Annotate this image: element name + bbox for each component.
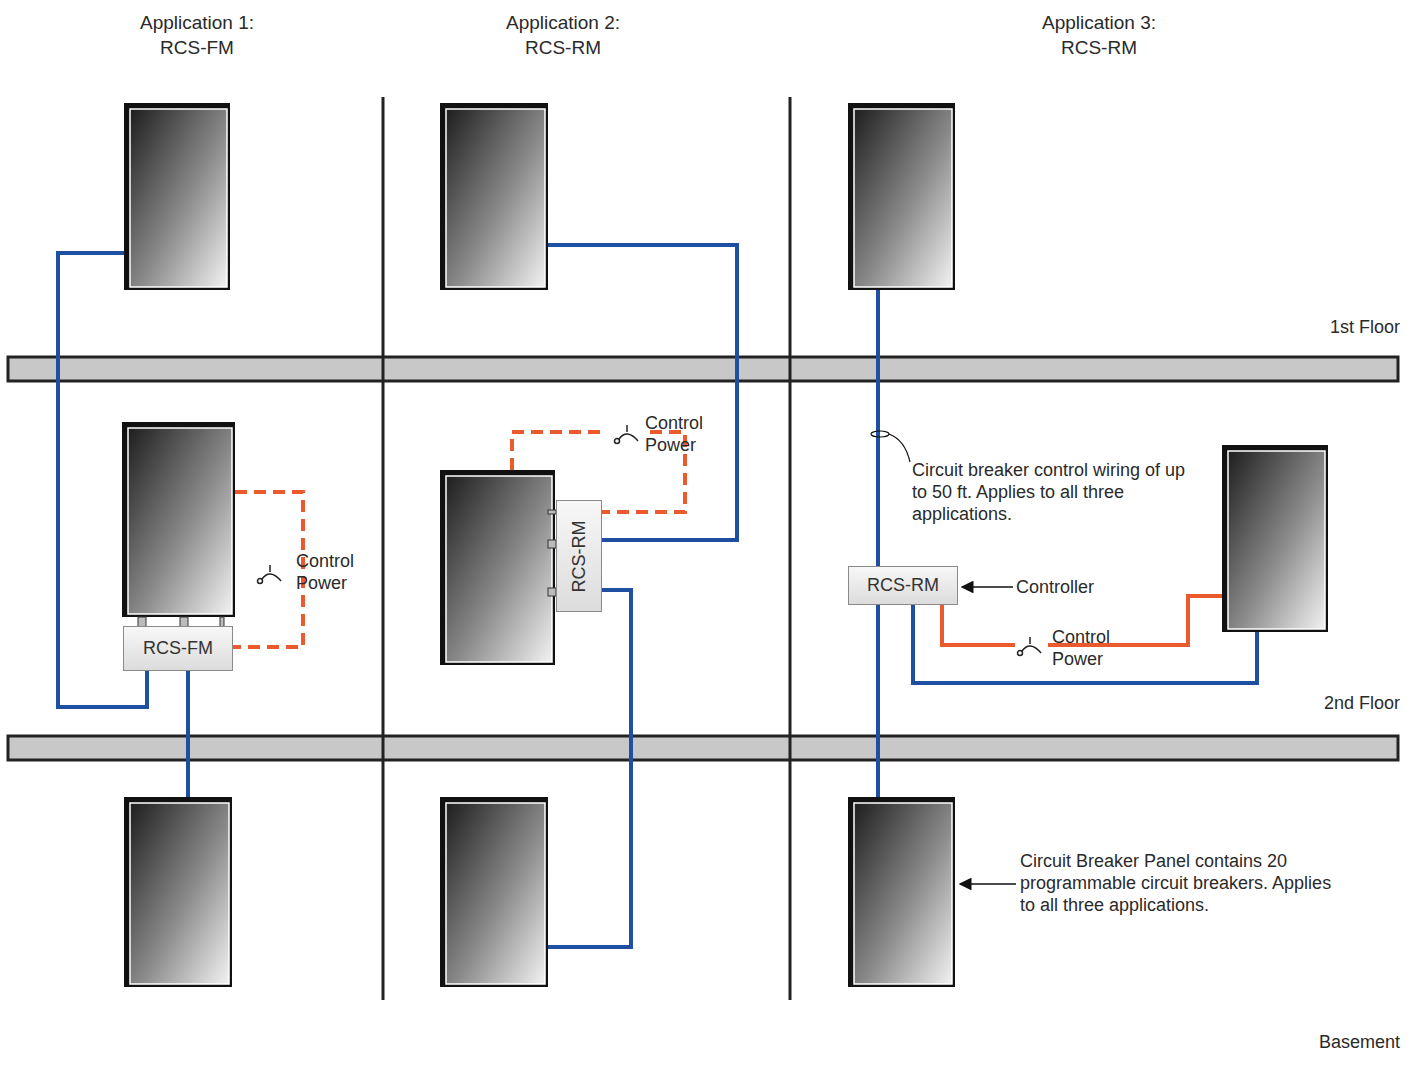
panel-face bbox=[130, 109, 227, 287]
panel-face bbox=[446, 803, 545, 984]
breaker-panel bbox=[440, 797, 548, 987]
breaker-panel bbox=[848, 103, 955, 290]
control-wire bbox=[548, 245, 737, 540]
panel-frame bbox=[440, 103, 548, 290]
panel-frame bbox=[848, 103, 955, 290]
callout-label: Controller bbox=[1016, 576, 1126, 598]
breaker-panel bbox=[440, 103, 548, 290]
breaker-panel bbox=[122, 422, 235, 617]
panel-face bbox=[446, 109, 545, 287]
terminal-stud bbox=[548, 540, 556, 548]
panel-frame bbox=[440, 470, 555, 665]
control-wire bbox=[876, 605, 880, 797]
control-wiring bbox=[58, 245, 1257, 947]
switch-symbol bbox=[258, 565, 282, 584]
rm-module: RCS-RM bbox=[848, 566, 958, 605]
control-power-label: Control Power bbox=[645, 412, 717, 456]
module-name: RCS-FM bbox=[143, 638, 213, 659]
module-name: RCS-RM bbox=[867, 575, 939, 596]
control-power-wiring bbox=[233, 432, 1222, 647]
module-name: RCS-RM bbox=[569, 520, 590, 592]
wire-loop bbox=[871, 431, 889, 437]
breaker-panel bbox=[848, 797, 955, 987]
fm-module: RCS-FM bbox=[123, 626, 233, 671]
panel-frame bbox=[122, 422, 235, 617]
terminal-stud bbox=[548, 588, 556, 596]
panel-frame bbox=[440, 797, 548, 987]
control-power-label: Control Power bbox=[296, 550, 368, 594]
panel-face bbox=[128, 428, 232, 614]
floor-label: 2nd Floor bbox=[1250, 692, 1400, 714]
control-wire bbox=[186, 671, 190, 797]
floor-slab bbox=[8, 736, 1398, 760]
application-heading: Application 3: RCS-RM bbox=[1019, 10, 1179, 60]
rm-module: RCS-RM bbox=[556, 500, 602, 612]
panel-frame bbox=[124, 103, 230, 290]
panel-face bbox=[1228, 451, 1325, 629]
leader-arrow bbox=[960, 883, 1016, 885]
switch-symbol bbox=[615, 425, 639, 444]
panel-frame bbox=[848, 797, 955, 987]
control-power-label: Control Power bbox=[1052, 626, 1124, 670]
terminal-stud bbox=[548, 510, 556, 514]
breaker-panel bbox=[124, 797, 232, 987]
callout-note: Circuit Breaker Panel contains 20 progra… bbox=[1020, 850, 1350, 916]
callout-note: Circuit breaker control wiring of up to … bbox=[912, 459, 1187, 525]
floor-slab bbox=[8, 357, 1398, 760]
panel-face bbox=[854, 803, 952, 984]
switch-symbol bbox=[1018, 637, 1042, 656]
leader-arrow bbox=[962, 586, 1013, 588]
application-heading: Application 1: RCS-FM bbox=[117, 10, 277, 60]
divider-line bbox=[382, 97, 385, 1000]
control-wire bbox=[876, 290, 880, 566]
panel-face bbox=[854, 109, 952, 287]
application-heading: Application 2: RCS-RM bbox=[483, 10, 643, 60]
breaker-panel bbox=[124, 103, 230, 290]
switch-symbols bbox=[258, 425, 1042, 656]
floor-label: 1st Floor bbox=[1250, 316, 1400, 338]
floor-label: Basement bbox=[1250, 1031, 1400, 1053]
floor-slab bbox=[8, 357, 1398, 381]
panel-frame bbox=[124, 797, 232, 987]
breaker-panel bbox=[1222, 445, 1328, 632]
panel-face bbox=[130, 803, 229, 984]
panel-frame bbox=[1222, 445, 1328, 632]
control-wire bbox=[548, 590, 631, 947]
power-wire bbox=[233, 492, 303, 647]
panel-face bbox=[446, 476, 552, 662]
divider-line bbox=[789, 97, 792, 1000]
leader-line bbox=[889, 434, 910, 462]
breaker-panel bbox=[440, 470, 555, 665]
